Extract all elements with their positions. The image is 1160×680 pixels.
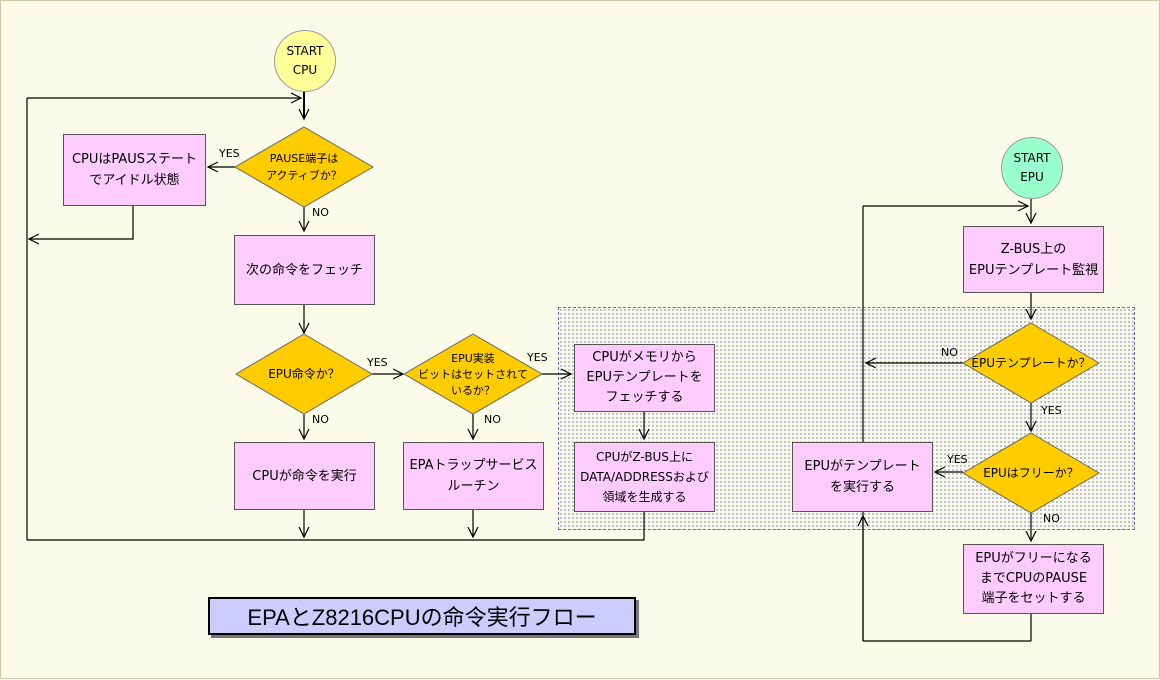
process-epu-run: EPUがテンプレート を実行する	[792, 442, 933, 512]
decision-pause-diamond	[234, 126, 374, 208]
process-fetch-next: 次の命令をフェッチ	[234, 235, 375, 305]
label-yes-pause: YES	[219, 147, 240, 160]
decision-free-diamond	[962, 432, 1100, 514]
decision-template-text: EPUテンプレートか？	[971, 355, 1091, 370]
process-fetch-template: CPUがメモリから EPUテンプレートを フェッチする	[574, 344, 715, 412]
label-no-epu-instr: NO	[312, 413, 329, 426]
decision-epu-bit-diamond	[403, 333, 543, 415]
bottom-return-line	[27, 512, 645, 541]
start-epu-terminal: START EPU	[1001, 137, 1063, 199]
label-yes-epu-instr: YES	[367, 356, 388, 369]
label-yes-template: YES	[1041, 404, 1062, 417]
process-cpu-execute: CPUが命令を実行	[234, 442, 375, 510]
decision-pause-text: PAUSE端子は アクティブか？	[266, 152, 342, 182]
process-set-pause: EPUがフリーになる までCPUのPAUSE 端子をセットする	[963, 544, 1104, 614]
arrow-idle-return	[29, 206, 134, 239]
decision-epu-instr-diamond	[235, 333, 373, 415]
process-trap-routine: EPAトラップサービス ルーチン	[403, 442, 544, 510]
label-yes-free: YES	[947, 453, 968, 466]
label-no-epu-bit: NO	[484, 413, 501, 426]
label-no-pause: NO	[312, 206, 329, 219]
label-no-free: NO	[1043, 512, 1060, 525]
process-monitor-template: Z-BUS上の EPUテンプレート監視	[963, 226, 1104, 293]
decision-epu-bit-text: EPU実装 ビットはセットされて いるか？	[418, 352, 528, 397]
label-yes-epu-bit: YES	[527, 351, 548, 364]
start-cpu-terminal: START CPU	[274, 30, 336, 92]
process-generate-bus: CPUがZ-BUS上に DATA/ADDRESSおよび 領域を生成する	[574, 442, 715, 512]
decision-template-diamond	[962, 322, 1100, 404]
decision-free-text: EPUはフリーか？	[983, 465, 1079, 480]
label-no-template: NO	[941, 346, 958, 359]
decision-epu-instr-text: EPU命令か？	[268, 366, 340, 381]
diagram-title: EPAとZ8216CPUの命令実行フロー	[208, 597, 636, 635]
process-cpu-idle: CPUはPAUSステート でアイドル状態	[63, 134, 206, 206]
